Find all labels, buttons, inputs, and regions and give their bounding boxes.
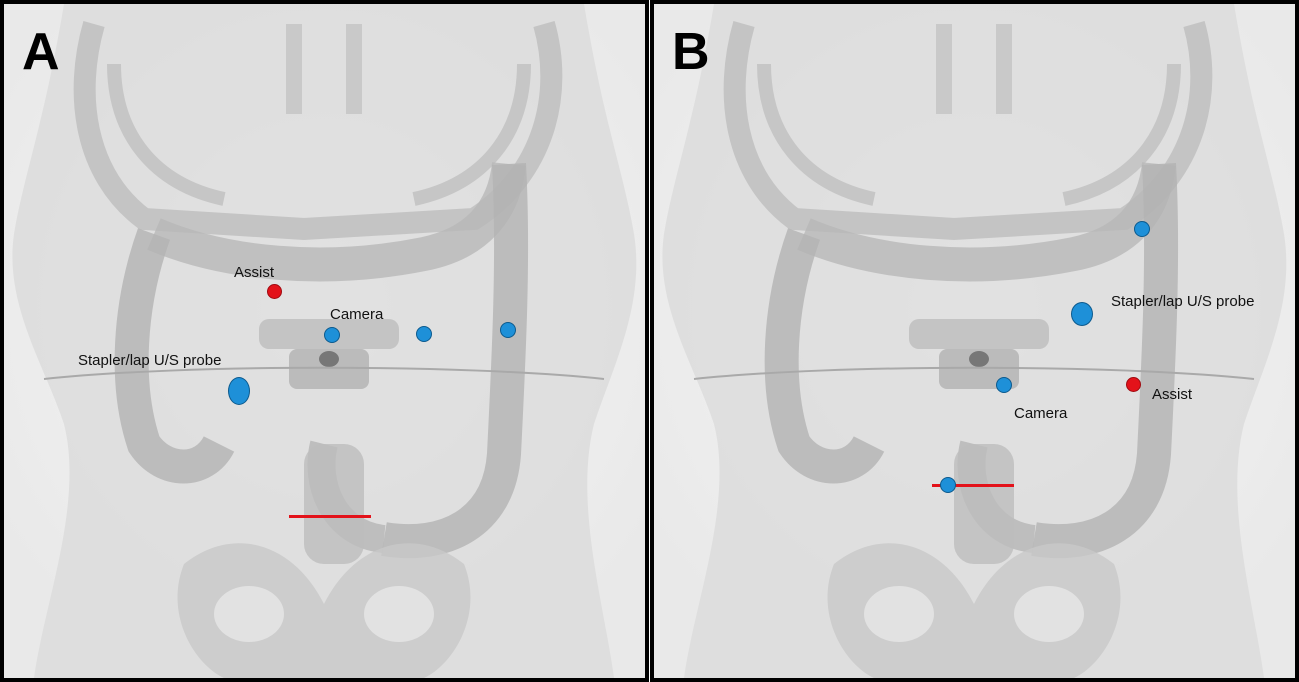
- stapler-label: Stapler/lap U/S probe: [1111, 293, 1254, 310]
- torso-anatomy-illustration: [4, 4, 645, 678]
- panel-letter-a: A: [22, 26, 60, 78]
- stapler-port-marker: [1071, 302, 1093, 326]
- camera-label: Camera: [1014, 405, 1067, 422]
- camera-label: Camera: [330, 306, 383, 323]
- panel-letter-b: B: [672, 26, 710, 78]
- camera-port-marker: [996, 377, 1012, 393]
- assist-label: Assist: [234, 264, 274, 281]
- working-port-marker: [416, 326, 432, 342]
- working-port-marker: [500, 322, 516, 338]
- assist-port-marker: [267, 284, 282, 299]
- stapler-port-marker: [228, 377, 250, 405]
- stapler-label: Stapler/lap U/S probe: [78, 352, 221, 369]
- working-port-marker: [1134, 221, 1150, 237]
- assist-label: Assist: [1152, 386, 1192, 403]
- panel-b: B Stapler/lap U/S probe Camera Assist: [650, 0, 1299, 682]
- camera-port-marker: [324, 327, 340, 343]
- torso-anatomy-illustration: [654, 4, 1295, 678]
- extraction-incision-line: [289, 515, 371, 518]
- assist-port-marker: [1126, 377, 1141, 392]
- incision-port-marker: [940, 477, 956, 493]
- panel-a: A Assist Camera Stapler/lap U/S probe: [0, 0, 649, 682]
